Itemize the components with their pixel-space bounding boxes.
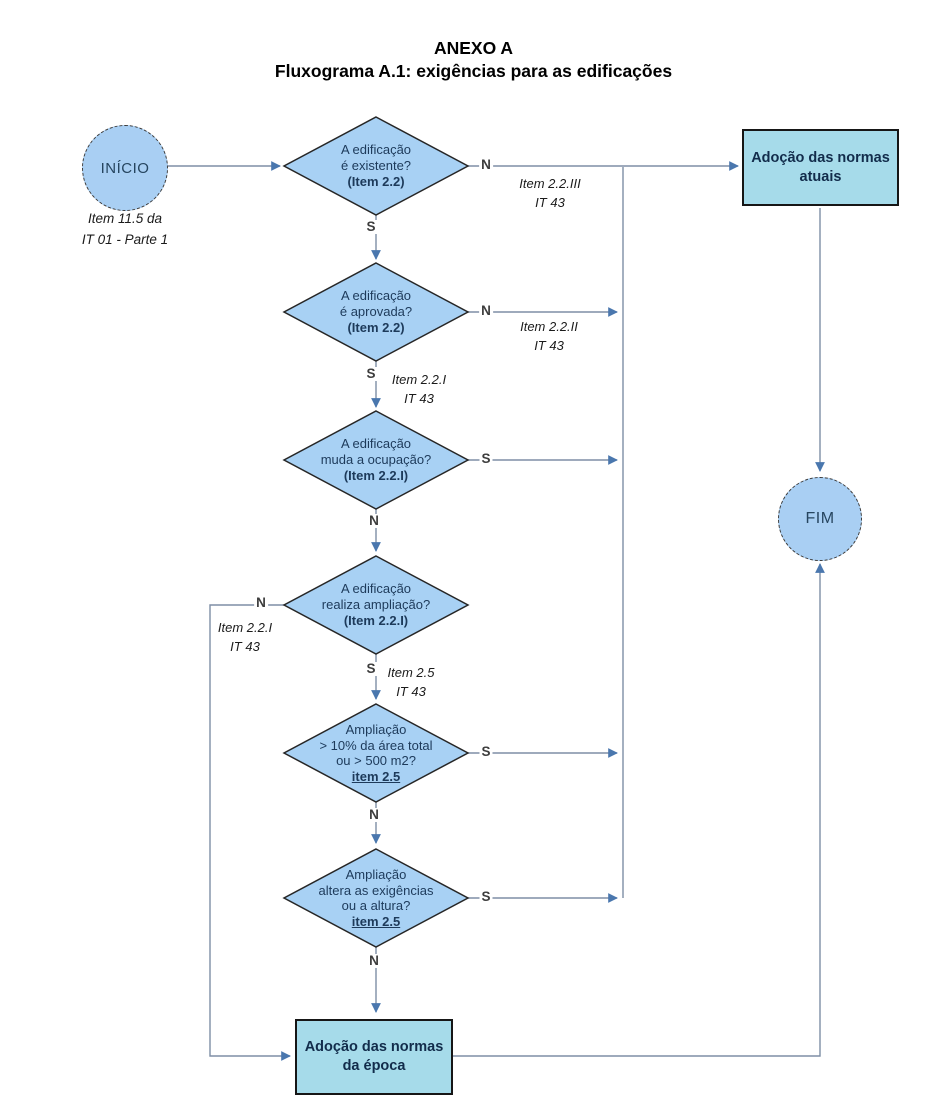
d3-yes-label: S <box>479 451 493 466</box>
d2-yes-ref-line-2: IT 43 <box>404 391 434 406</box>
d2-no-ref-line-2: IT 43 <box>534 338 564 353</box>
d1-no-reference: Item 2.2.III IT 43 <box>519 174 580 212</box>
decision-d2-text: A edificação é aprovada? (Item 2.2) <box>286 264 466 360</box>
d2-no-reference: Item 2.2.II IT 43 <box>520 317 578 355</box>
d1-no-ref-line-1: Item 2.2.III <box>519 176 581 191</box>
start-node-label: INÍCIO <box>100 159 150 177</box>
decision-d6-shape <box>282 848 470 948</box>
decision-d3-text: A edificação muda a ocupação? (Item 2.2.… <box>286 412 466 508</box>
d2-yes-label: S <box>364 366 378 381</box>
start-note-line-1: Item 11.5 da <box>87 211 163 226</box>
d1-line-2: é existente? <box>340 158 412 173</box>
start-node: INÍCIO <box>82 125 168 211</box>
box-epoca-line-2: da época <box>342 1058 406 1074</box>
d4-line-1: A edificação <box>340 581 412 596</box>
d6-line-1: Ampliação <box>345 867 407 882</box>
d4-yes-reference: Item 2.5 IT 43 <box>388 663 435 701</box>
end-node-label: FIM <box>805 510 835 527</box>
d4-no-ref-line-1: Item 2.2.I <box>217 620 273 635</box>
decision-d1-text: A edificação é existente? (Item 2.2) <box>286 118 466 214</box>
d1-line-1: A edificação <box>340 142 412 157</box>
d5-line-4: item 2.5 <box>351 768 401 784</box>
start-node-reference: Item 11.5 da IT 01 - Parte 1 <box>82 208 168 250</box>
d4-no-ref-line-2: IT 43 <box>230 639 260 654</box>
d6-line-4: item 2.5 <box>351 913 401 929</box>
d4-yes-label: S <box>364 661 378 676</box>
d6-line-3: ou a altura? <box>341 898 411 913</box>
d5-no-label: N <box>367 807 381 822</box>
d6-line-2: altera as exigências <box>318 882 434 898</box>
d1-line-3: (Item 2.2) <box>347 174 405 189</box>
d2-no-label: N <box>479 303 493 318</box>
d6-no-label: N <box>367 953 381 968</box>
d5-line-1: Ampliação <box>345 722 407 737</box>
decision-d5-shape <box>282 703 470 803</box>
title-line-2: Fluxograma A.1: exigências para as edifi… <box>274 61 673 81</box>
process-box-normas-epoca: Adoção das normas da época <box>295 1019 453 1095</box>
d4-line-3: (Item 2.2.I) <box>343 613 409 628</box>
decision-d5-text: Ampliação > 10% da área total ou > 500 m… <box>286 705 466 801</box>
process-box-normas-atuais: Adoção das normas atuais <box>742 129 899 206</box>
decision-d3-shape <box>282 410 470 510</box>
d5-yes-label: S <box>479 744 493 759</box>
decision-d6-text: Ampliação altera as exigências ou a altu… <box>286 850 466 946</box>
title-line-1: ANEXO A <box>433 38 514 58</box>
end-node: FIM <box>778 477 862 561</box>
decision-d4-shape <box>282 555 470 655</box>
d5-line-3: ou > 500 m2? <box>336 753 416 768</box>
decision-d2-shape <box>282 262 470 362</box>
d4-line-2: realiza ampliação? <box>321 597 431 612</box>
page-title: ANEXO A Fluxograma A.1: exigências para … <box>0 37 947 83</box>
d5-line-2: > 10% da área total <box>319 737 433 753</box>
d1-yes-label: S <box>364 219 378 234</box>
edge-d4-no-to-box-epoca <box>209 604 291 1061</box>
d3-no-label: N <box>367 513 381 528</box>
d1-no-ref-line-2: IT 43 <box>535 195 565 210</box>
d4-yes-ref-line-1: Item 2.5 <box>387 665 435 680</box>
box-atuais-line-2: atuais <box>799 168 842 185</box>
d3-line-3: (Item 2.2.I) <box>343 468 409 483</box>
d2-yes-ref-line-1: Item 2.2.I <box>391 372 447 387</box>
d3-line-2: muda a ocupação? <box>320 452 432 467</box>
box-epoca-line-1: Adoção das normas <box>304 1039 444 1055</box>
d3-line-1: A edificação <box>340 436 412 451</box>
d2-no-ref-line-1: Item 2.2.II <box>520 319 578 334</box>
d1-no-label: N <box>479 157 493 172</box>
d2-line-1: A edificação <box>340 288 412 303</box>
d4-yes-ref-line-2: IT 43 <box>396 684 426 699</box>
start-note-line-2: IT 01 - Parte 1 <box>81 232 169 247</box>
d4-no-reference: Item 2.2.I IT 43 <box>218 618 272 656</box>
d4-no-label: N <box>254 595 268 610</box>
d2-line-2: é aprovada? <box>339 304 413 319</box>
d6-yes-label: S <box>479 889 493 904</box>
edge-box-epoca-to-fim <box>453 563 825 1057</box>
d2-line-3: (Item 2.2) <box>347 320 405 335</box>
decision-d4-text: A edificação realiza ampliação? (Item 2.… <box>286 557 466 653</box>
d2-yes-reference: Item 2.2.I IT 43 <box>392 370 446 408</box>
box-atuais-line-1: Adoção das normas <box>751 149 890 166</box>
decision-d1-shape <box>282 116 470 216</box>
